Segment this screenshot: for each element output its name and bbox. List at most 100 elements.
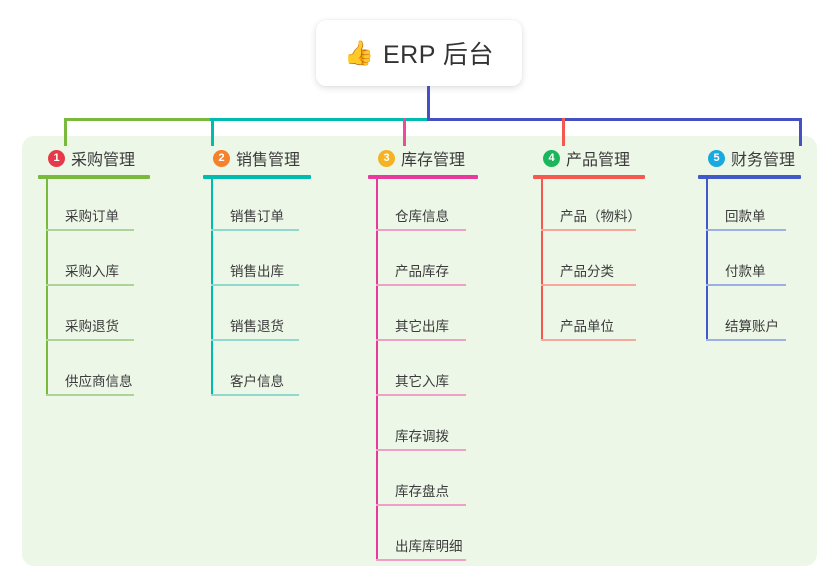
thumbs-up-icon: 👍: [344, 40, 374, 67]
leaf-item[interactable]: 采购订单: [38, 179, 150, 234]
leaf-item-rule: [46, 339, 134, 341]
leaf-item-rule: [211, 229, 299, 231]
leaf-item[interactable]: 销售出库: [203, 234, 311, 289]
leaf-item-rule: [706, 284, 786, 286]
leaf-item-label: 付款单: [725, 264, 766, 279]
column-items-2: 销售订单销售出库销售退货客户信息: [203, 179, 311, 399]
leaf-item-rule: [376, 339, 466, 341]
root-node[interactable]: 👍 ERP 后台: [316, 20, 522, 86]
connector-drop-3: [403, 118, 406, 146]
leaf-item-rule: [541, 284, 636, 286]
leaf-item-label: 出库库明细: [395, 539, 463, 554]
leaf-item-rule: [376, 449, 466, 451]
leaf-item[interactable]: 回款单: [698, 179, 801, 234]
column-header-1[interactable]: 1 采购管理: [38, 146, 150, 170]
column-spine-4: [541, 179, 543, 341]
column-rule-1: [38, 175, 150, 179]
leaf-item[interactable]: 客户信息: [203, 344, 311, 399]
leaf-item-label: 库存调拨: [395, 429, 449, 444]
root-node-content: 👍 ERP 后台: [344, 35, 494, 71]
leaf-item[interactable]: 销售退货: [203, 289, 311, 344]
leaf-item[interactable]: 结算账户: [698, 289, 801, 344]
leaf-item-label: 销售订单: [230, 209, 284, 224]
leaf-item-rule: [376, 229, 466, 231]
leaf-item-rule: [46, 284, 134, 286]
column-spine-1: [46, 179, 48, 396]
column-5: 5 财务管理回款单付款单结算账户: [698, 146, 801, 344]
column-header-2[interactable]: 2 销售管理: [203, 146, 311, 170]
column-header-5[interactable]: 5 财务管理: [698, 146, 801, 170]
connector-bus-mid-teal: [210, 118, 430, 121]
leaf-item-label: 回款单: [725, 209, 766, 224]
root-title: ERP 后台: [382, 41, 494, 69]
column-badge-5: 5: [708, 149, 725, 167]
column-1: 1 采购管理采购订单采购入库采购退货供应商信息: [38, 146, 150, 399]
leaf-item[interactable]: 销售订单: [203, 179, 311, 234]
leaf-item[interactable]: 仓库信息: [368, 179, 478, 234]
column-items-1: 采购订单采购入库采购退货供应商信息: [38, 179, 150, 399]
column-rule-5: [698, 175, 801, 179]
leaf-item-label: 其它入库: [395, 374, 449, 389]
leaf-item-rule: [376, 559, 466, 561]
leaf-item[interactable]: 其它入库: [368, 344, 478, 399]
leaf-item-label: 库存盘点: [395, 484, 449, 499]
column-title-2: 销售管理: [236, 152, 301, 169]
leaf-item[interactable]: 采购退货: [38, 289, 150, 344]
leaf-item-rule: [376, 504, 466, 506]
connector-bus-left-green: [64, 118, 214, 121]
column-rule-4: [533, 175, 645, 179]
leaf-item[interactable]: 库存盘点: [368, 454, 478, 509]
diagram-panel: [22, 136, 817, 566]
leaf-item-rule: [376, 394, 466, 396]
leaf-item-label: 仓库信息: [395, 209, 449, 224]
leaf-item-label: 产品库存: [395, 264, 449, 279]
column-rule-3: [368, 175, 478, 179]
leaf-item[interactable]: 供应商信息: [38, 344, 150, 399]
leaf-item-rule: [211, 394, 299, 396]
leaf-item[interactable]: 出库库明细: [368, 509, 478, 564]
connector-drop-1: [64, 118, 67, 146]
leaf-item-label: 客户信息: [230, 374, 284, 389]
leaf-item[interactable]: 产品单位: [533, 289, 645, 344]
connector-trunk: [427, 86, 430, 121]
leaf-item-rule: [46, 229, 134, 231]
leaf-item-label: 产品分类: [560, 264, 614, 279]
column-spine-2: [211, 179, 213, 396]
column-items-5: 回款单付款单结算账户: [698, 179, 801, 344]
leaf-item-rule: [211, 284, 299, 286]
leaf-item-label: 结算账户: [725, 319, 779, 334]
column-spine-3: [376, 179, 378, 561]
column-badge-2: 2: [213, 149, 230, 167]
leaf-item-label: 销售退货: [230, 319, 284, 334]
column-title-4: 产品管理: [566, 152, 631, 169]
leaf-item[interactable]: 产品分类: [533, 234, 645, 289]
column-badge-3: 3: [378, 149, 395, 167]
column-items-4: 产品（物料） 产品分类产品单位: [533, 179, 645, 344]
leaf-item[interactable]: 产品（物料）: [533, 179, 645, 234]
leaf-item[interactable]: 采购入库: [38, 234, 150, 289]
column-rule-2: [203, 175, 311, 179]
connector-bus-right-indigo: [427, 118, 802, 121]
column-badge-1: 1: [48, 149, 65, 167]
leaf-item-label: 销售出库: [230, 264, 284, 279]
leaf-item-rule: [46, 394, 134, 396]
column-2: 2 销售管理销售订单销售出库销售退货客户信息: [203, 146, 311, 399]
leaf-item-label: 采购订单: [65, 209, 119, 224]
connector-drop-4: [562, 118, 565, 146]
leaf-item[interactable]: 其它出库: [368, 289, 478, 344]
column-title-1: 采购管理: [71, 152, 136, 169]
leaf-item-label: 采购入库: [65, 264, 119, 279]
leaf-item-rule: [541, 339, 636, 341]
leaf-item-rule: [541, 229, 636, 231]
leaf-item[interactable]: 产品库存: [368, 234, 478, 289]
leaf-item-label: 供应商信息: [65, 374, 133, 389]
leaf-item[interactable]: 付款单: [698, 234, 801, 289]
column-title-5: 财务管理: [731, 152, 796, 169]
leaf-item[interactable]: 库存调拨: [368, 399, 478, 454]
leaf-item-rule: [376, 284, 466, 286]
connector-drop-5: [799, 118, 802, 146]
